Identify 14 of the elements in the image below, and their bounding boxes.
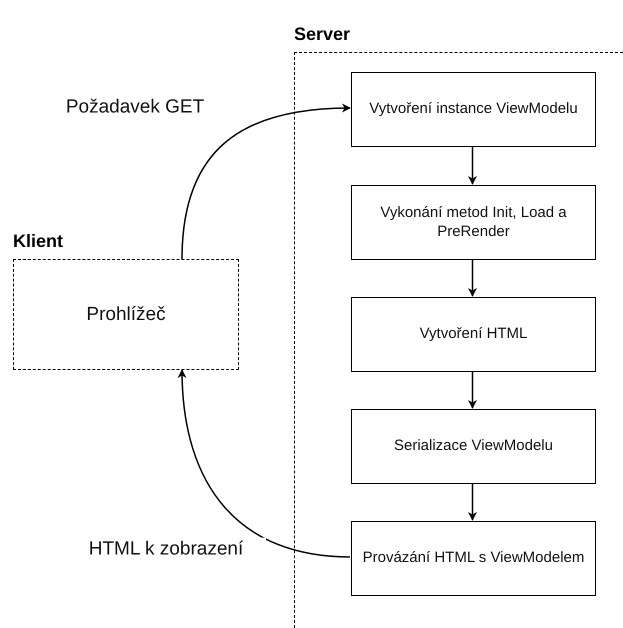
process-box: Vytvoření instance ViewModelu (351, 72, 596, 147)
process-box: Serializace ViewModelu (351, 409, 596, 484)
process-box: Provázání HTML s ViewModelem (351, 521, 596, 596)
arrow (468, 483, 477, 521)
group-heading: Klient (13, 231, 64, 252)
process-box: Vytvoření HTML (351, 297, 596, 372)
arrow (468, 259, 477, 297)
process-box: Vykonání metod Init, Load a PreRender (351, 185, 596, 260)
arrow (468, 371, 477, 409)
arrow (468, 146, 477, 185)
group-heading: Server (294, 24, 350, 45)
arrow (178, 369, 350, 558)
node-text: Prohlížeč (86, 304, 166, 326)
arrow (181, 104, 351, 260)
